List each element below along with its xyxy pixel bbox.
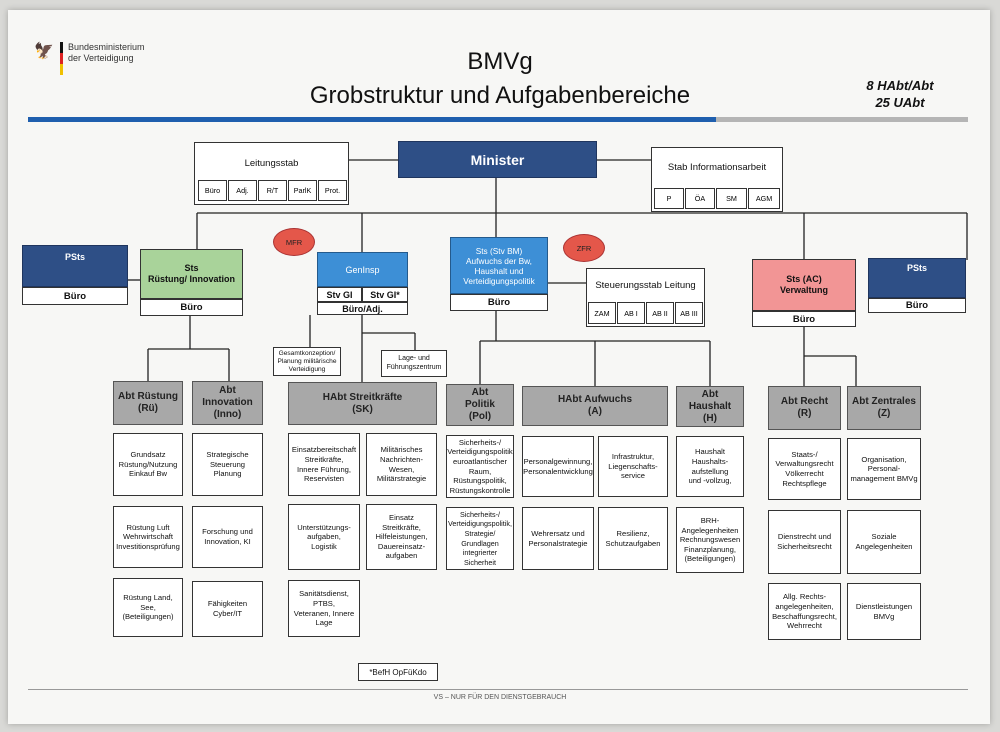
count-uabt: 25 UAbt — [875, 95, 925, 110]
inno-task-3: Fähigkeiten Cyber/IT — [192, 581, 263, 637]
page-title: BMVg — [467, 48, 533, 75]
sts-ac-box: Sts (AC) Verwaltung — [752, 259, 856, 311]
psts-right-box: PSts — [868, 258, 966, 298]
ministry-name-2: der Verteidigung — [68, 53, 134, 63]
sk-task-2: Militärisches Nachrichten- Wesen, Militä… — [366, 433, 437, 496]
leitungsstab-title: Leitungsstab — [244, 158, 299, 169]
steuerungsstab-cell-zam: ZAM — [588, 302, 616, 324]
stab-info-cell-p: P — [654, 188, 684, 209]
r-task-1: Staats-/ Verwaltungsrecht Völkerrecht Re… — [768, 438, 841, 500]
habt-aufwuchs: HAbt Aufwuchs (A) — [522, 386, 668, 426]
z-task-2: Soziale Angelegenheiten — [847, 510, 921, 574]
a-task-4: Resilienz, Schutzaufgaben — [598, 507, 668, 570]
psts-right-buero: Büro — [868, 298, 966, 313]
psts-left-box: PSts — [22, 245, 128, 287]
leitungsstab-cell-parlk: ParlK — [288, 180, 317, 201]
z-task-1: Organisation, Personal- management BMVg — [847, 438, 921, 500]
h-task-2: BRH- Angelegenheiten Rechnungswesen Fina… — [676, 507, 744, 573]
geninsp-stv2: Stv GI* — [362, 287, 408, 302]
r-task-2: Dienstrecht und Sicherheitsrecht — [768, 510, 841, 574]
leitungsstab-cell-buero: Büro — [198, 180, 227, 201]
sts-ruestung-box: Sts Rüstung/ Innovation — [140, 249, 243, 299]
inno-task-2: Forschung und Innovation, KI — [192, 506, 263, 568]
habt-zentrales: Abt Zentrales (Z) — [847, 386, 921, 430]
stab-info-cell-agm: AGM — [748, 188, 780, 209]
ru-task-3: Rüstung Land, See, (Beteiligungen) — [113, 578, 183, 637]
lage-box: Lage- und Führungszentrum — [381, 350, 447, 377]
stab-info-title: Stab Informationsarbeit — [667, 162, 767, 173]
a-task-2: Infrastruktur, Liegenschafts- service — [598, 436, 668, 497]
page-subtitle: Grobstruktur und Aufgabenbereiche — [309, 82, 691, 109]
a-task-3: Wehrersatz und Personalstrategie — [522, 507, 594, 570]
z-task-3: Dienstleistungen BMVg — [847, 583, 921, 640]
ru-task-1: Grundsatz Rüstung/Nutzung Einkauf Bw — [113, 433, 183, 496]
stab-info-cell-sm: SM — [716, 188, 747, 209]
header-rule-blue — [28, 117, 716, 122]
habt-ruestung: Abt Rüstung (Rü) — [113, 381, 183, 425]
footer-classification: VS – NUR FÜR DEN DIENSTGEBRAUCH — [433, 694, 567, 701]
minister-box: Minister — [398, 141, 597, 178]
leitungsstab-cell-adj: Adj. — [228, 180, 257, 201]
r-task-3: Allg. Rechts- angelegenheiten, Beschaffu… — [768, 583, 841, 640]
sts-ruestung-buero: Büro — [140, 299, 243, 316]
gesamtkonzeption-box: Gesamtkonzeption/ Planung militärische V… — [273, 347, 341, 376]
ministry-name-1: Bundesministerium — [68, 42, 145, 52]
flag-stripe-red — [60, 53, 63, 64]
habt-streitkraefte: HAbt Streitkräfte (SK) — [288, 382, 437, 425]
flag-stripe-black — [60, 42, 63, 53]
sts-ac-buero: Büro — [752, 311, 856, 327]
steuerungsstab-title: Steuerungsstab Leitung — [595, 280, 696, 291]
geninsp-buero: Büro/Adj. — [317, 302, 408, 315]
footer-rule — [28, 689, 968, 690]
h-task-1: Haushalt Haushalts- aufstellung und -vol… — [676, 436, 744, 497]
sk-task-3: Unterstützungs- aufgaben, Logistik — [288, 504, 360, 570]
stab-info-cell-oea: ÖA — [685, 188, 715, 209]
mfr-oval: MFR — [273, 228, 315, 256]
steuerungsstab-cell-ab1: AB I — [617, 302, 645, 324]
ministry-logo: 🦅 Bundesministerium der Verteidigung — [30, 40, 170, 100]
habt-recht: Abt Recht (R) — [768, 386, 841, 430]
steuerungsstab-cell-ab2: AB II — [646, 302, 674, 324]
psts-left-buero: Büro — [22, 287, 128, 305]
geninsp-box: GenInsp — [317, 252, 408, 287]
eagle-icon: 🦅 — [34, 43, 54, 60]
habt-politik: Abt Politik (Pol) — [446, 384, 514, 426]
inno-task-1: Strategische Steuerung Planung — [192, 433, 263, 496]
sts-stvbm-box: Sts (Stv BM) Aufwuchs der Bw, Haushalt u… — [450, 237, 548, 294]
footnote-box: *BefH OpFüKdo — [358, 663, 438, 681]
flag-stripe-gold — [60, 64, 63, 75]
habt-haushalt: Abt Haushalt (H) — [676, 386, 744, 427]
habt-innovation: Abt Innovation (Inno) — [192, 381, 263, 425]
sk-task-4: Einsatz Streitkräfte, Hilfeleistungen, D… — [366, 504, 437, 570]
a-task-1: Personalgewinnung, Personalentwicklung — [522, 436, 594, 497]
leitungsstab-cell-prot: Prot. — [318, 180, 347, 201]
ru-task-2: Rüstung Luft Wehrwirtschaft Investitions… — [113, 506, 183, 568]
geninsp-stv1: Stv GI — [317, 287, 362, 302]
steuerungsstab-cell-ab3: AB III — [675, 302, 703, 324]
zfr-oval: ZFR — [563, 234, 605, 262]
pol-task-1: Sicherheits-/ Verteidigungspolitik euroa… — [446, 435, 514, 498]
count-habt: 8 HAbt/Abt — [866, 78, 934, 93]
sts-stvbm-buero: Büro — [450, 294, 548, 311]
pol-task-2: Sicherheits-/ Verteidigungspolitik, Stra… — [446, 507, 514, 570]
header-rule-gray — [716, 117, 968, 122]
sk-task-1: Einsatzbereitschaft Streitkräfte, Innere… — [288, 433, 360, 496]
sk-task-5: Sanitätsdienst, PTBS, Veteranen, Innere … — [288, 580, 360, 637]
leitungsstab-cell-rt: R/T — [258, 180, 287, 201]
